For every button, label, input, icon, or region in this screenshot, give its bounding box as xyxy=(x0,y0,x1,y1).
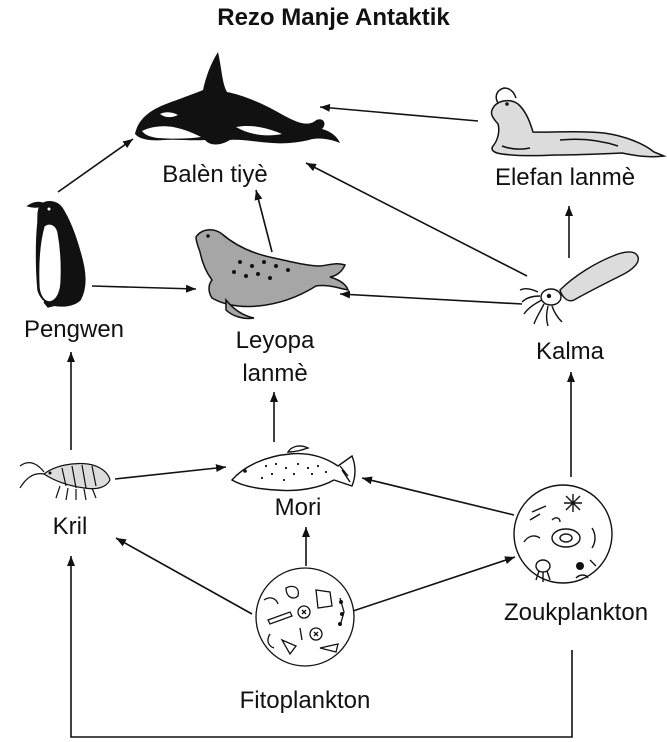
arrow-zooplankton-to-fish xyxy=(362,478,514,515)
phytoplankton-illustration xyxy=(256,568,354,666)
label-phytoplankton: Fitoplankton xyxy=(210,686,400,716)
arrow-penguin-to-whale xyxy=(58,139,133,192)
arrow-phytoplankton-to-krill xyxy=(116,538,252,614)
label-leopard-seal-line1: Leyopa xyxy=(210,326,340,356)
orca-whale-illustration xyxy=(135,52,340,145)
label-squid: Kalma xyxy=(510,337,630,367)
fish-illustration xyxy=(232,446,355,491)
label-zooplankton: Zoukplankton xyxy=(486,598,666,628)
label-leopard-seal-line2: lanmè xyxy=(210,359,340,389)
label-penguin: Pengwen xyxy=(4,315,144,345)
squid-illustration xyxy=(520,252,638,326)
arrow-elephant-seal-to-whale xyxy=(320,107,478,121)
penguin-illustration xyxy=(28,202,85,307)
leopard-seal-illustration xyxy=(196,230,348,319)
arrow-leopard-seal-to-whale xyxy=(256,190,272,252)
krill-illustration xyxy=(20,463,110,500)
arrow-squid-to-leopard-seal xyxy=(340,294,522,304)
label-krill: Kril xyxy=(30,512,110,542)
label-fish: Mori xyxy=(258,493,338,523)
elephant-seal-illustration xyxy=(491,88,664,157)
label-whale: Balèn tiyè xyxy=(145,160,285,190)
arrow-penguin-to-leopard-seal xyxy=(92,286,196,289)
label-elephant-seal: Elefan lanmè xyxy=(470,163,660,193)
zooplankton-illustration xyxy=(514,485,612,583)
arrow-krill-to-fish xyxy=(115,467,226,479)
